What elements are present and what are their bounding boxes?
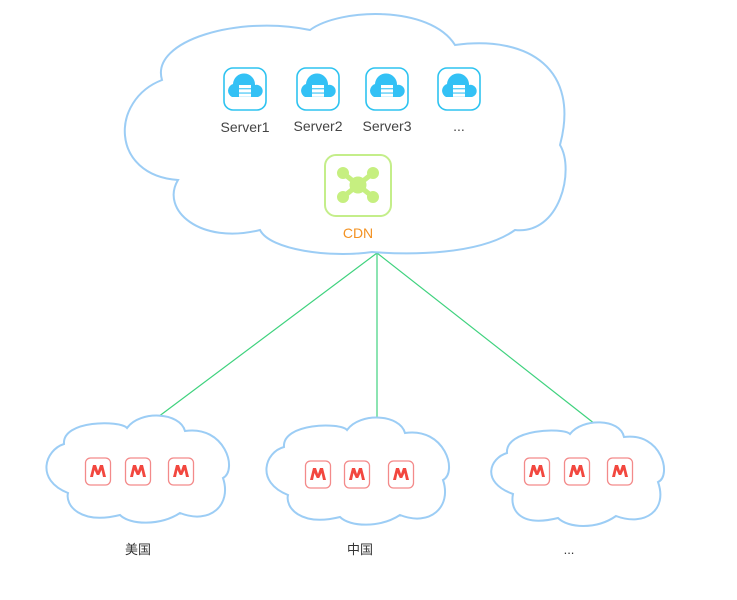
- cdn-label: CDN: [343, 225, 373, 241]
- edge-node-icon: [124, 457, 152, 486]
- server-list: Server1 Server2 Server3 ...: [220, 67, 481, 135]
- edge-node-icon: [387, 460, 415, 489]
- server-node-3[interactable]: Server3: [362, 67, 412, 134]
- region-label: 美国: [125, 542, 151, 557]
- links: [157, 252, 596, 425]
- region-us[interactable]: 美国: [45, 414, 231, 557]
- region-label: ...: [564, 542, 575, 557]
- server-label: Server2: [293, 118, 342, 134]
- region-cn[interactable]: 中国: [265, 416, 451, 557]
- edge-node-icon: [343, 460, 371, 489]
- server-node-more[interactable]: ...: [437, 67, 481, 134]
- link-more: [376, 252, 596, 425]
- server-label: Server1: [220, 119, 269, 135]
- edge-node-icon: [167, 457, 195, 486]
- server-node-2[interactable]: Server2: [293, 67, 343, 134]
- network-hub-icon: [324, 154, 392, 217]
- edge-node-icon: [304, 460, 332, 489]
- origin-cloud: [123, 13, 567, 255]
- cloud-server-icon: [437, 67, 481, 111]
- edge-node-icon: [606, 457, 634, 486]
- cloud-server-icon: [296, 67, 340, 111]
- server-label: Server3: [362, 118, 411, 134]
- server-node-1[interactable]: Server1: [220, 67, 270, 135]
- region-label: 中国: [347, 542, 373, 557]
- cloud-server-icon: [365, 67, 409, 111]
- region-more[interactable]: ...: [490, 421, 666, 557]
- link-us: [157, 252, 378, 418]
- cdn-node[interactable]: CDN: [324, 154, 392, 241]
- server-label: ...: [453, 118, 465, 134]
- edge-node-icon: [523, 457, 551, 486]
- edge-node-icon: [84, 457, 112, 486]
- edge-node-icon: [563, 457, 591, 486]
- cloud-server-icon: [223, 67, 267, 111]
